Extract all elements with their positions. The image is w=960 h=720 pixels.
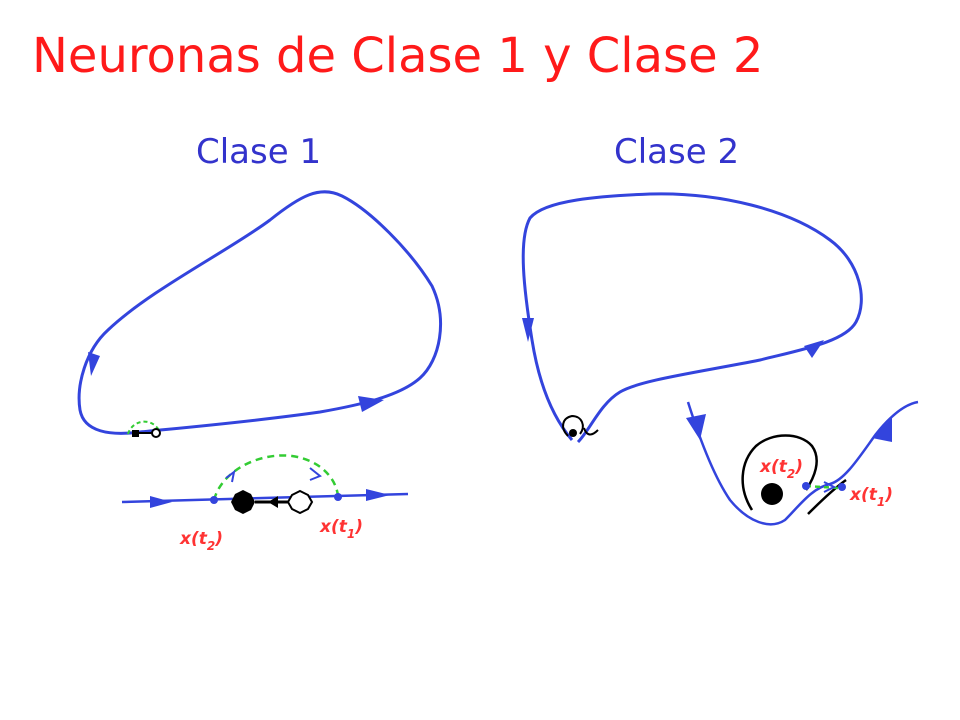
class-1-point-x-t2 — [210, 496, 218, 504]
class-1-diagram: x(t2) x(t1) — [77, 190, 443, 553]
class-1-label-x-t2: x(t2) — [179, 529, 223, 553]
class-1-inset-trajectory — [121, 492, 409, 504]
page-title: Neuronas de Clase 1 y Clase 2 — [32, 28, 764, 84]
class-1-perturbation-arrow-right — [309, 467, 322, 481]
class-1-inset-arrow-right — [366, 489, 390, 501]
panel-label-class-1: Clase 1 — [196, 132, 322, 172]
class-1-small-saddle-node — [132, 430, 139, 437]
class-2-arrow-right — [804, 340, 824, 358]
class-2-diagram: x(t2) x(t1) — [521, 192, 919, 526]
class-1-saddle-node — [231, 490, 255, 514]
class-1-point-x-t1 — [334, 493, 342, 501]
class-1-connector-arrow — [268, 496, 278, 508]
class-2-black-orbit — [741, 434, 847, 515]
class-1-label-x-t1: x(t1) — [319, 517, 363, 541]
class-2-limit-cycle — [521, 192, 863, 444]
class-2-inset-trajectory — [686, 400, 919, 526]
class-2-point-x-t2 — [802, 482, 810, 490]
class-2-arrow-left — [522, 318, 534, 342]
class-1-arrow-left — [88, 352, 100, 376]
class-2-inset-arrow-down — [686, 414, 706, 440]
class-2-focus — [761, 483, 783, 505]
class-2-small-spiral — [562, 414, 599, 437]
class-1-open-node — [286, 489, 314, 515]
class-2-perturbation-arrow — [823, 481, 837, 493]
class-1-inset-arrow-left — [150, 496, 172, 508]
class-1-perturbation-arrow-left — [225, 469, 236, 483]
class-1-limit-cycle — [77, 190, 443, 435]
class-1-arrow-bottom — [358, 396, 384, 412]
class-2-inset-arrow-up — [872, 418, 892, 442]
class-2-small-focus — [569, 429, 577, 437]
class-1-small-open-node — [151, 428, 161, 438]
panel-label-class-2: Clase 2 — [614, 132, 740, 172]
class-2-label-x-t1: x(t1) — [849, 485, 893, 509]
class-2-point-x-t1 — [838, 483, 846, 491]
class-2-label-x-t2: x(t2) — [759, 457, 803, 481]
